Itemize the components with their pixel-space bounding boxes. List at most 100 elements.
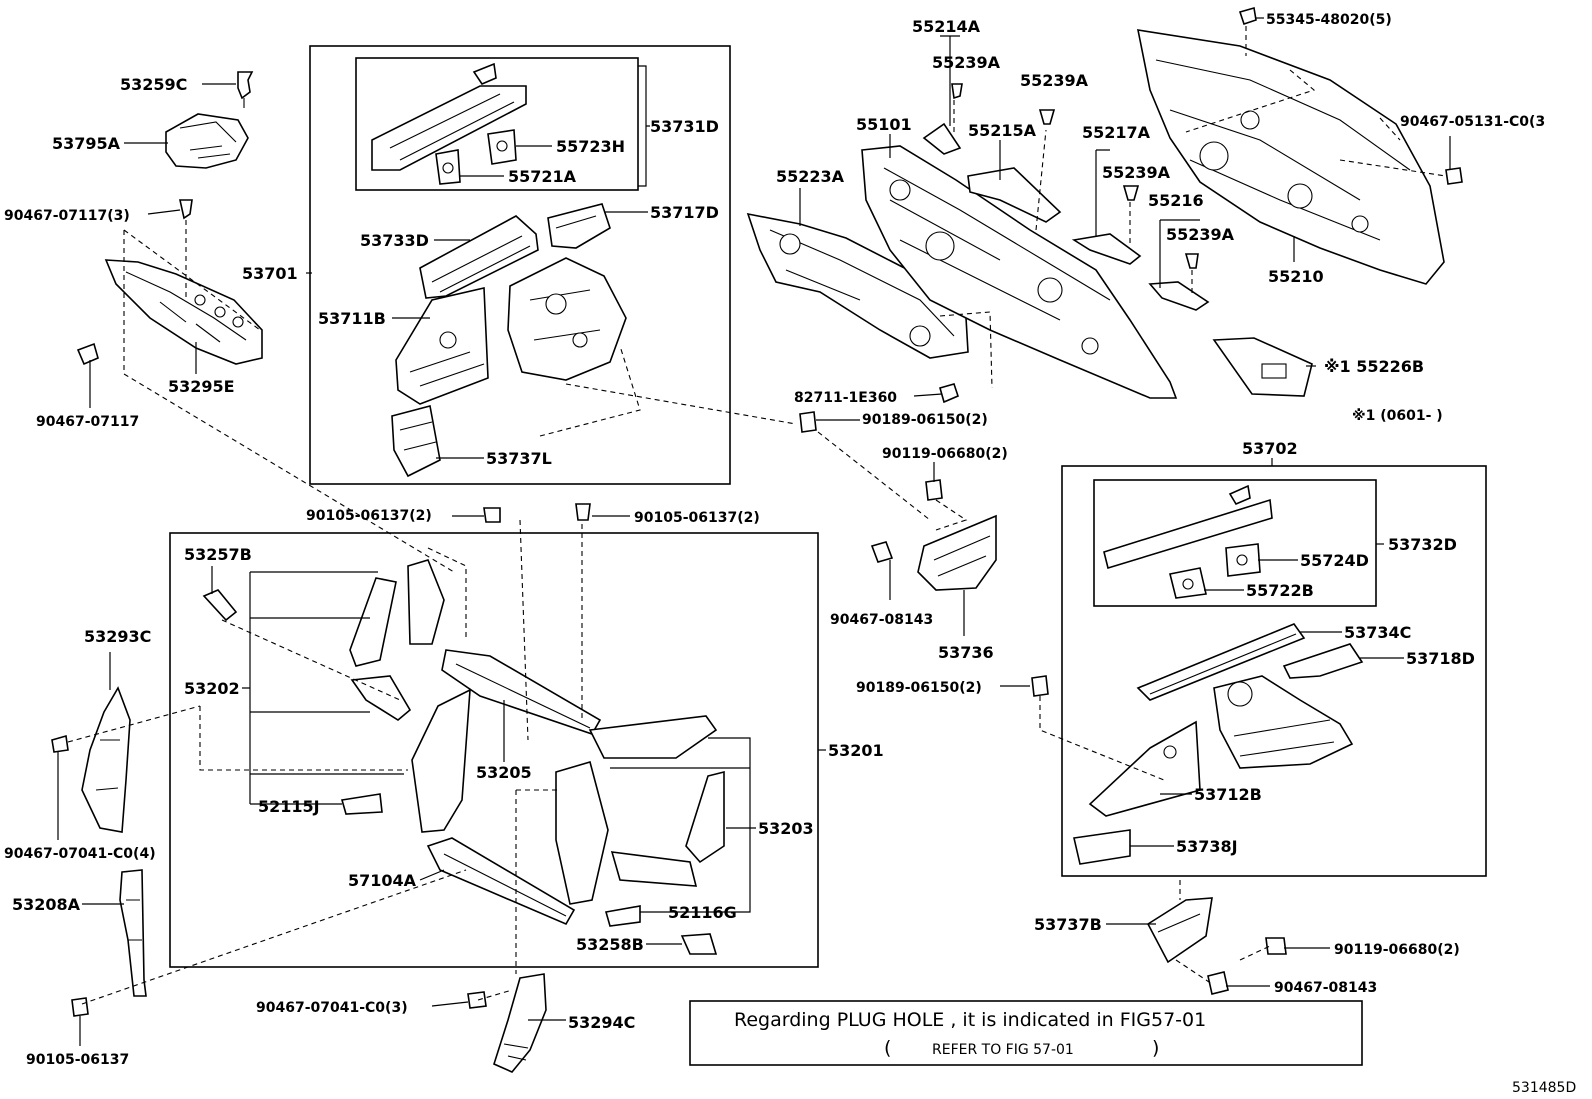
label-90467-07117-3: 90467-07117(3) bbox=[4, 208, 130, 224]
part-55101 bbox=[861, 145, 1178, 399]
label-90105-06137: 90105-06137 bbox=[26, 1052, 129, 1068]
label-53733D: 53733D bbox=[360, 231, 429, 250]
part-53738J bbox=[1073, 829, 1131, 865]
label-52116G: 52116G bbox=[668, 903, 737, 922]
part-55214A-bracket bbox=[922, 83, 963, 155]
part-82711-1E360 bbox=[939, 383, 959, 404]
label-53795A: 53795A bbox=[52, 134, 121, 153]
assembly-line bbox=[1035, 129, 1047, 231]
assembly-line bbox=[221, 619, 401, 701]
part-55217A bbox=[1071, 185, 1142, 265]
part-55345-48020 bbox=[1238, 6, 1257, 26]
assembly-line bbox=[1185, 26, 1401, 141]
leader-line bbox=[1159, 219, 1200, 288]
assembly-line bbox=[1039, 696, 1165, 781]
part-90467-08143-a bbox=[870, 541, 894, 563]
label-53257B: 53257B bbox=[184, 545, 252, 564]
label-53293C: 53293C bbox=[84, 627, 151, 646]
part-53737B bbox=[1146, 897, 1213, 964]
label-55239A-3: 55239A bbox=[1102, 163, 1171, 182]
assembly-line bbox=[199, 706, 408, 771]
part-52116G bbox=[604, 905, 641, 927]
label-57104A: 57104A bbox=[348, 871, 417, 890]
part-55223A bbox=[746, 212, 969, 359]
label-55239A-2: 55239A bbox=[1020, 71, 1089, 90]
part-53295E bbox=[104, 259, 263, 365]
part-90467-07117-3 bbox=[179, 199, 193, 220]
assembly-line bbox=[519, 519, 529, 741]
part-90119-06680-b bbox=[1265, 937, 1287, 955]
part-53203 bbox=[610, 770, 725, 887]
label-90119-06680-2b: 90119-06680(2) bbox=[1334, 942, 1460, 958]
label-55239A-1: 55239A bbox=[932, 53, 1001, 72]
label-53203: 53203 bbox=[758, 819, 814, 838]
label-55214A: 55214A bbox=[912, 17, 981, 36]
leader-line bbox=[940, 35, 960, 126]
part-55722B bbox=[1169, 567, 1207, 599]
part-53202-stays bbox=[349, 559, 445, 721]
assembly-line bbox=[81, 869, 467, 1005]
label-53738J: 53738J bbox=[1176, 837, 1238, 856]
part-55226B bbox=[1212, 337, 1313, 397]
assembly-line bbox=[939, 311, 993, 389]
label-90467-07041-C0-3: 90467-07041-C0(3) bbox=[256, 1000, 408, 1016]
part-90119-06680-a bbox=[925, 479, 943, 501]
label-53258B: 53258B bbox=[576, 935, 644, 954]
leader-line bbox=[610, 737, 756, 913]
label-55226B: ※1 55226B bbox=[1324, 357, 1424, 376]
assembly-line bbox=[123, 220, 455, 573]
part-53257B bbox=[202, 589, 238, 622]
label-90189-06150-2a: 90189-06150(2) bbox=[862, 412, 988, 428]
figure-id: 531485D bbox=[1512, 1080, 1576, 1096]
assembly-line bbox=[1239, 945, 1271, 961]
label-55217A: 55217A bbox=[1082, 123, 1151, 142]
leader-line bbox=[419, 869, 445, 881]
part-90105-06137-b bbox=[575, 503, 591, 521]
label-53731D: 53731D bbox=[650, 117, 719, 136]
part-53737L bbox=[391, 405, 441, 478]
label-90467-07117: 90467-07117 bbox=[36, 414, 139, 430]
label-53734C: 53734C bbox=[1344, 623, 1411, 642]
label-53202: 53202 bbox=[184, 679, 240, 698]
assembly-line bbox=[67, 705, 201, 743]
part-57104A bbox=[426, 837, 576, 926]
assembly-line bbox=[565, 383, 797, 425]
part-53717D bbox=[547, 203, 611, 249]
label-53717D: 53717D bbox=[650, 203, 719, 222]
part-53208A bbox=[119, 869, 147, 997]
label-53712B: 53712B bbox=[1194, 785, 1262, 804]
label-55345-48020-5: 55345-48020(5) bbox=[1266, 12, 1392, 28]
label-90119-06680-2a: 90119-06680(2) bbox=[882, 446, 1008, 462]
label-53718D: 53718D bbox=[1406, 649, 1475, 668]
assembly-line bbox=[539, 345, 641, 437]
label-53737B: 53737B bbox=[1034, 915, 1102, 934]
part-53732D bbox=[1103, 484, 1273, 570]
part-55216 bbox=[1148, 253, 1210, 311]
part-90467-05131-C0 bbox=[1445, 167, 1463, 185]
part-53293C bbox=[81, 686, 131, 833]
group-box-53702 bbox=[1061, 465, 1487, 877]
note-line-2-text: REFER TO FIG 57-01 bbox=[932, 1042, 1074, 1058]
part-90467-08143-b bbox=[1207, 971, 1229, 995]
part-55210 bbox=[1136, 29, 1445, 285]
label-55216: 55216 bbox=[1148, 191, 1204, 210]
label-82711-1E360: 82711-1E360 bbox=[794, 390, 897, 406]
part-53259C bbox=[237, 71, 254, 108]
part-90189-06150-b bbox=[1031, 675, 1049, 697]
part-53736 bbox=[917, 514, 997, 591]
part-53731D bbox=[371, 62, 527, 171]
label-90467-05131-C0-3: 90467-05131-C0(3 bbox=[1400, 114, 1545, 130]
assembly-line bbox=[477, 989, 513, 1001]
label-53259C: 53259C bbox=[120, 75, 187, 94]
part-55721A bbox=[435, 149, 461, 185]
leader-line bbox=[242, 571, 404, 805]
leader-line bbox=[431, 1001, 469, 1007]
part-90105-06137-a bbox=[483, 507, 501, 523]
note-line-1: Regarding PLUG HOLE , it is indicated in… bbox=[734, 1009, 1206, 1031]
group-box-53701 bbox=[309, 45, 731, 485]
part-53258B bbox=[680, 933, 718, 955]
note-line-2-open: ( bbox=[884, 1037, 891, 1059]
label-55210: 55210 bbox=[1268, 267, 1324, 286]
leader-line bbox=[638, 65, 650, 187]
part-55724D bbox=[1225, 543, 1261, 577]
